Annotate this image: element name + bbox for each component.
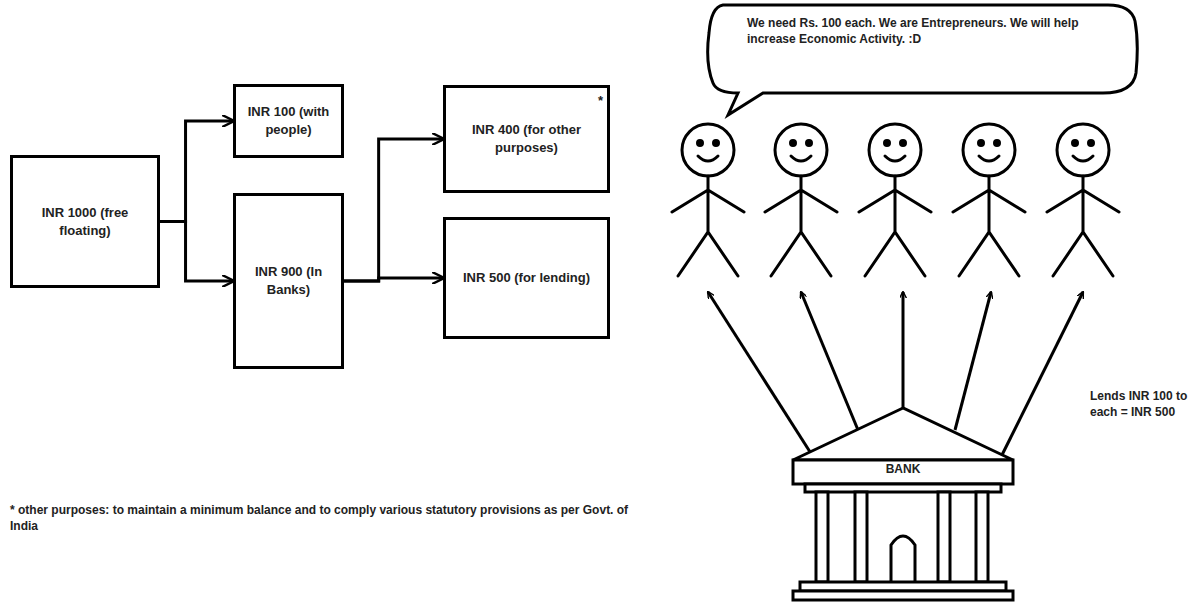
footnote: * other purposes: to maintain a minimum … xyxy=(10,502,650,534)
bank-step xyxy=(793,591,1013,600)
node-text: BANK xyxy=(886,461,921,477)
speech-text: We need Rs. 100 each. We are Entrepreneu… xyxy=(747,15,1120,47)
stick-figure xyxy=(672,124,744,276)
stick-figure xyxy=(953,124,1025,276)
stick-figure xyxy=(765,124,837,276)
bank-column xyxy=(855,492,867,582)
bank-column xyxy=(976,492,988,582)
flow-arrow xyxy=(344,139,443,281)
node-text: INR 900 (In Banks) xyxy=(241,263,336,298)
bubble-outline xyxy=(708,5,1138,115)
other-purposes-box: INR 400 (for other purposes) * xyxy=(443,85,610,193)
lending-arrow xyxy=(955,292,991,430)
node-text: INR 100 (with people) xyxy=(241,103,336,138)
lending-box: INR 500 (for lending) xyxy=(443,217,610,339)
node-text: INR 1000 (free floating) xyxy=(18,204,152,239)
people-money-box: INR 100 (with people) xyxy=(233,84,344,158)
bank-beam xyxy=(793,460,1013,484)
footnote-mark: * xyxy=(598,92,603,110)
bank-door xyxy=(891,536,915,582)
bank-roof xyxy=(793,408,1013,460)
lending-arrow xyxy=(902,292,905,412)
bank-money-box: INR 900 (In Banks) xyxy=(233,193,344,369)
lending-arrow xyxy=(1002,292,1083,455)
speech-bubble: We need Rs. 100 each. We are Entrepreneu… xyxy=(703,3,1140,95)
node-text: INR 400 (for other purposes) xyxy=(451,121,602,156)
bank-column xyxy=(816,492,828,582)
total-money-box: INR 1000 (free floating) xyxy=(10,155,160,288)
lending-arrow xyxy=(708,292,812,455)
flow-arrow xyxy=(344,278,443,281)
lending-note: Lends INR 100 to each = INR 500 xyxy=(1090,388,1190,420)
bank-ledge xyxy=(805,484,1001,492)
flow-arrow xyxy=(160,121,233,222)
lending-arrow xyxy=(801,292,858,430)
bank-drawing xyxy=(790,405,1016,602)
flow-arrow xyxy=(160,222,233,282)
node-text: INR 500 (for lending) xyxy=(463,269,590,287)
bank-column xyxy=(938,492,950,582)
stick-figure xyxy=(859,124,931,276)
bank-building: BANK xyxy=(790,405,1016,602)
stick-figure xyxy=(1047,124,1119,276)
stick-figures xyxy=(672,124,1119,276)
